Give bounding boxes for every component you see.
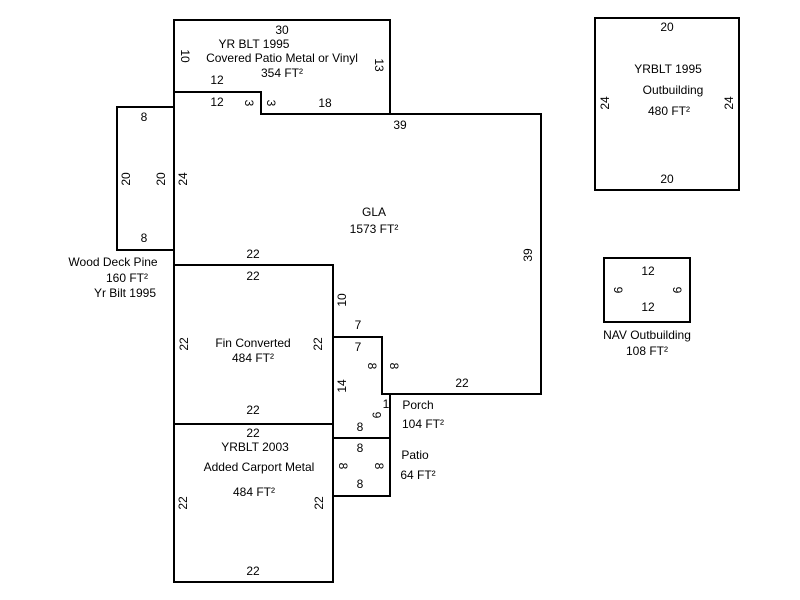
- area-label: Porch: [402, 398, 433, 412]
- area-label: NAV Outbuilding: [603, 328, 691, 342]
- dim-label: 24: [176, 172, 190, 186]
- area-label: YRBLT 1995: [634, 62, 702, 76]
- area-label: YR BLT 1995: [219, 37, 290, 51]
- deck-labels: 8 8 20 20 Wood Deck Pine 160 FT² Yr Bilt…: [68, 110, 168, 300]
- dim-label: 12: [641, 264, 655, 278]
- carport-outline: [173, 423, 334, 583]
- area-label: Outbuilding: [643, 83, 704, 97]
- deck-outline: [116, 106, 175, 251]
- dim-label: 8: [372, 463, 386, 470]
- dim-label: 30: [275, 23, 289, 37]
- dim-label: 3: [264, 100, 278, 107]
- dim-label: 8: [141, 231, 148, 245]
- carport-labels: 22 22 22 22 YRBLT 2003 Added Carport Met…: [176, 426, 326, 578]
- dim-label: 20: [660, 20, 674, 34]
- dim-label: 22: [246, 426, 260, 440]
- dim-label: 3: [242, 100, 256, 107]
- dim-label: 1: [383, 397, 390, 411]
- dim-label: 7: [355, 318, 362, 332]
- area-size: 354 FT²: [261, 66, 303, 80]
- area-label: Added Carport Metal: [204, 460, 315, 474]
- area-size: 108 FT²: [626, 344, 668, 358]
- dim-label: 9: [670, 287, 684, 294]
- dim-label: 10: [178, 49, 192, 63]
- dim-label: 22: [311, 337, 325, 351]
- dim-label: 24: [722, 96, 736, 110]
- dim-label: 18: [318, 96, 332, 110]
- dim-label: 14: [335, 379, 349, 393]
- area-size: 104 FT²: [402, 417, 444, 431]
- dim-label: 24: [598, 96, 612, 110]
- dim-label: 8: [141, 110, 148, 124]
- fin-converted-labels: 22 22 22 22 Fin Converted 484 FT²: [177, 269, 325, 417]
- dim-label: 20: [660, 172, 674, 186]
- dim-label: 20: [119, 172, 133, 186]
- area-label: Covered Patio Metal or Vinyl: [206, 51, 358, 65]
- dim-label: 12: [210, 73, 224, 87]
- gla-labels: GLA 1573 FT² 39 39 24 22 10 7 8 22: [176, 118, 535, 390]
- area-size: 480 FT²: [648, 104, 690, 118]
- dim-label: 9: [611, 287, 625, 294]
- dim-label: 22: [176, 496, 190, 510]
- nav-outbuilding-outline: [603, 257, 691, 323]
- dim-label: 8: [336, 463, 350, 470]
- patio-labels: 8 8 8 8 Patio 64 FT²: [336, 441, 436, 491]
- dim-label: 8: [357, 420, 364, 434]
- area-label: Patio: [401, 448, 429, 462]
- dim-label: 22: [177, 337, 191, 351]
- dim-label: 22: [246, 247, 260, 261]
- covered-patio-labels: 30 YR BLT 1995 Covered Patio Metal or Vi…: [178, 23, 386, 110]
- area-label: Fin Converted: [215, 336, 290, 350]
- patio-outline: [332, 437, 391, 497]
- area-size: 160 FT²: [106, 271, 148, 285]
- area-size: 1573 FT²: [350, 222, 399, 236]
- area-size: 484 FT²: [232, 351, 274, 365]
- dim-label: 22: [455, 376, 469, 390]
- dim-label: 22: [246, 269, 260, 283]
- nav-outbuilding-labels: 12 12 9 9 NAV Outbuilding 108 FT²: [603, 264, 691, 358]
- dim-label: 22: [312, 496, 326, 510]
- dim-label: 22: [246, 403, 260, 417]
- dim-label: 39: [393, 118, 407, 132]
- dim-label: 8: [365, 363, 379, 370]
- area-label: GLA: [362, 205, 386, 219]
- dim-label: 8: [357, 441, 364, 455]
- outbuilding-labels: 20 20 24 24 YRBLT 1995 Outbuilding 480 F…: [598, 20, 736, 186]
- dim-label: 20: [154, 172, 168, 186]
- outbuilding-outline: [594, 17, 740, 191]
- area-size: 64 FT²: [400, 468, 435, 482]
- dim-label: 8: [357, 477, 364, 491]
- dim-label: 13: [372, 58, 386, 72]
- area-label: YRBLT 2003: [221, 440, 289, 454]
- dim-label: 8: [387, 363, 401, 370]
- covered-patio-outline: [173, 19, 391, 114]
- area-label: Wood Deck Pine: [68, 255, 157, 269]
- dim-label: 7: [355, 340, 362, 354]
- dim-label: 12: [210, 95, 224, 109]
- dim-label: 6: [370, 411, 384, 418]
- dim-label: 10: [335, 293, 349, 307]
- area-label: Yr Bilt 1995: [94, 286, 156, 300]
- dim-label: 39: [521, 248, 535, 262]
- dim-label: 12: [641, 300, 655, 314]
- area-size: 484 FT²: [233, 485, 275, 499]
- dim-label: 22: [246, 564, 260, 578]
- porch-labels: 7 8 14 1 6 8 Porch 104 FT²: [335, 340, 444, 434]
